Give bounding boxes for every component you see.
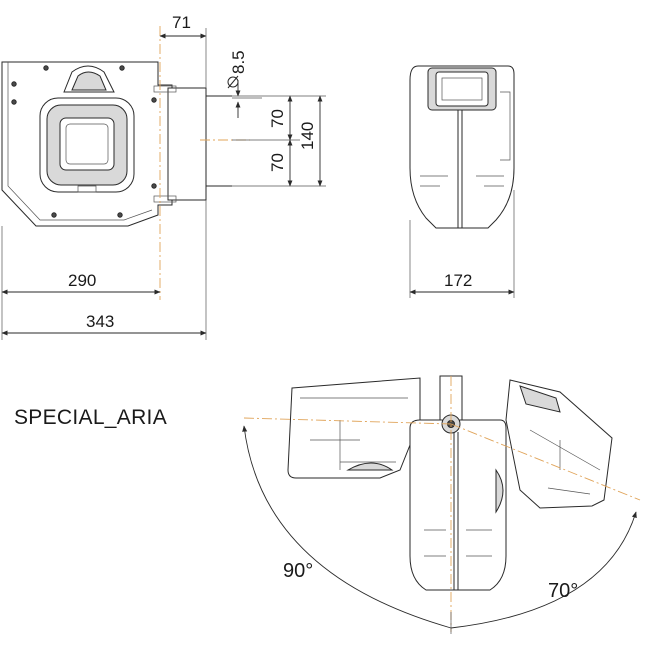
dim-140-label: 140 xyxy=(298,122,317,150)
dim-343-label: 343 xyxy=(86,312,114,331)
dim-70-upper-label: 70 xyxy=(268,109,287,128)
angle-70-label: 70° xyxy=(548,580,578,602)
dimension-71: 71 xyxy=(159,13,207,88)
dim-70-lower-label: 70 xyxy=(268,153,287,172)
model-label: SPECIAL_ARIA xyxy=(14,406,167,429)
dim-172-label: 172 xyxy=(444,271,472,290)
dim-290-label: 290 xyxy=(68,271,96,290)
dim-hole-diameter-label: 8.5 xyxy=(229,50,248,74)
dimension-hole-diameter: 8.5 xyxy=(227,50,262,118)
dimension-widths: 290 343 xyxy=(1,200,207,340)
rotation-view xyxy=(242,375,641,634)
dimension-hole-spacing: 70 70 140 xyxy=(232,95,326,187)
dim-71-label: 71 xyxy=(172,13,191,32)
angle-90-label: 90° xyxy=(283,560,313,582)
dimension-172: 172 xyxy=(409,190,515,298)
front-view xyxy=(1,26,250,300)
side-view xyxy=(409,65,515,229)
